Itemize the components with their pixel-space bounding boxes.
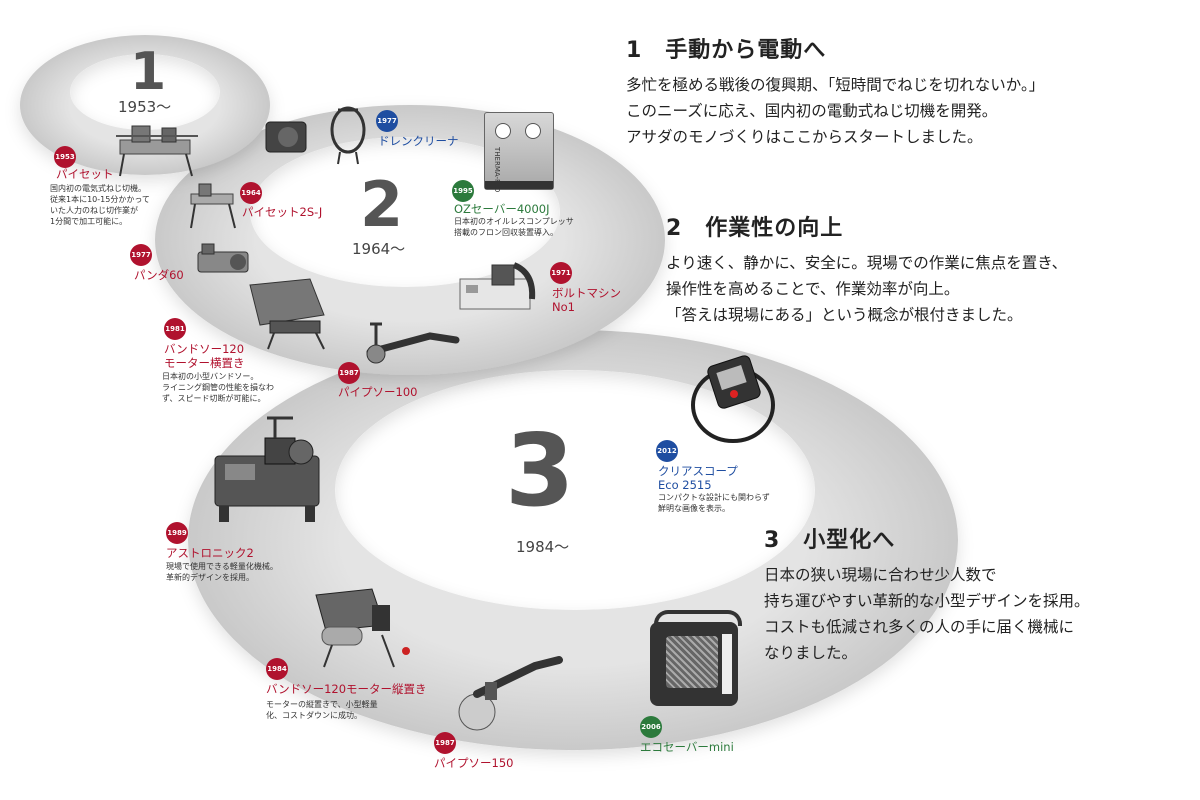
product-name-bandsaw-horizontal: バンドソー120 モーター横置き — [164, 342, 245, 370]
bandsaw-120-horizontal-image — [249, 278, 325, 350]
year-badge-oz-saver: 1995 — [452, 180, 474, 202]
product-desc-clearscope: コンパクトな設計にも関わらず 鮮明な画像を表示。 — [658, 493, 770, 513]
era-number-2: 2 — [360, 168, 403, 241]
era-number-3: 3 — [505, 412, 575, 529]
section-2-heading: 2 作業性の向上 — [666, 216, 844, 241]
product-name-bolt-machine: ボルトマシン No1 — [552, 286, 621, 314]
section-1: 1 手動から電動へ 多忙を極める戦後の復興期、「短時間でねじを切れないか。」 こ… — [626, 32, 1186, 150]
year-badge-clearscope: 2012 — [656, 440, 678, 462]
year-badge-pipe-saw-150: 1987 — [434, 732, 456, 754]
product-name-clearscope: クリアスコープ Eco 2515 — [658, 464, 738, 492]
product-name-bandsaw-vertical: バンドソー120モーター縦置き — [266, 682, 427, 696]
eco-saver-mini-image — [650, 610, 742, 708]
era-year-2: 1964〜 — [352, 240, 406, 258]
product-desc-astronic2: 現場で使用できる軽量化機械。 革新的デザインを採用。 — [166, 562, 278, 582]
section-1-heading: 1 手動から電動へ — [626, 38, 827, 63]
section-3: 3 小型化へ 日本の狭い現場に合わせ少人数で 持ち運びやすい革新的な小型デザイン… — [764, 522, 1184, 666]
section-2-body: より速く、静かに、安全に。現場での作業に焦点を置き、 操作性を高めることで、作業… — [666, 254, 1068, 324]
ring-3 — [187, 329, 958, 751]
year-badge-paiset: 1953 — [54, 146, 76, 168]
product-desc-bandsaw-vertical: モーターの縦置きで、小型軽量 化、コストダウンに成功。 — [266, 700, 378, 720]
product-name-eco-saver-mini: エコセーバーmini — [640, 740, 734, 754]
year-badge-eco-saver-mini: 2006 — [640, 716, 662, 738]
bandsaw-120-vertical-image — [315, 588, 410, 668]
product-name-drain-cleaner: ドレンクリーナ — [378, 134, 459, 148]
year-badge-bandsaw-vertical: 1984 — [266, 658, 288, 680]
year-badge-bolt-machine: 1971 — [550, 262, 572, 284]
product-name-pipe-saw-150: パイプソー150 — [434, 756, 514, 770]
paiset-2sj-machine-image — [190, 183, 236, 229]
paiset-machine-image — [116, 125, 198, 177]
section-3-body: 日本の狭い現場に合わせ少人数で 持ち運びやすい革新的な小型デザインを採用。 コス… — [764, 566, 1090, 662]
product-name-paiset: パイセット — [56, 167, 114, 181]
product-name-panda60: パンダ60 — [134, 268, 184, 282]
product-name-pipe-saw-100: パイプソー100 — [338, 385, 418, 399]
section-3-heading: 3 小型化へ — [764, 528, 896, 553]
bolt-machine-image — [459, 262, 536, 310]
product-desc-bandsaw-horizontal: 日本初の小型バンドソー。 ライニング鋼管の性能を損なわ ず、スピード切断が可能に… — [162, 372, 274, 403]
era-year-1: 1953〜 — [118, 98, 172, 116]
pipe-saw-100-image — [366, 322, 460, 364]
ring-1 — [20, 35, 270, 175]
clearscope-machine-image — [691, 355, 775, 443]
product-desc-paiset: 国内初の電気式ねじ切機。 従来1本に10-15分かかって いた人力のねじ切作業が… — [50, 184, 150, 226]
product-name-paiset-2sj: パイセット2S-J — [242, 205, 323, 219]
product-name-oz-saver: OZセーバー4000J — [454, 202, 550, 216]
drain-cleaner-machine-image — [265, 106, 366, 165]
era-year-3: 1984〜 — [516, 538, 570, 556]
product-name-astronic2: アストロニック2 — [166, 546, 254, 560]
panda60-machine-image — [197, 243, 249, 273]
oz-saver-machine-image: THERMA-FLO — [484, 112, 554, 192]
section-2: 2 作業性の向上 より速く、静かに、安全に。現場での作業に焦点を置き、 操作性を… — [666, 210, 1191, 328]
year-badge-paiset-2sj: 1964 — [240, 182, 262, 204]
year-badge-drain-cleaner: 1977 — [376, 110, 398, 132]
year-badge-pipe-saw-100: 1987 — [338, 362, 360, 384]
year-badge-panda60: 1977 — [130, 244, 152, 266]
astronic2-machine-image — [214, 416, 320, 522]
era-number-1: 1 — [130, 42, 166, 102]
section-1-body: 多忙を極める戦後の復興期、「短時間でねじを切れないか。」 このニーズに応え、国内… — [626, 76, 1045, 146]
pipe-saw-150-image — [458, 656, 563, 731]
year-badge-astronic2: 1989 — [166, 522, 188, 544]
year-badge-bandsaw-horizontal: 1981 — [164, 318, 186, 340]
product-desc-oz-saver: 日本初のオイルレスコンプレッサ 搭載のフロン回収装置導入。 — [454, 217, 574, 237]
